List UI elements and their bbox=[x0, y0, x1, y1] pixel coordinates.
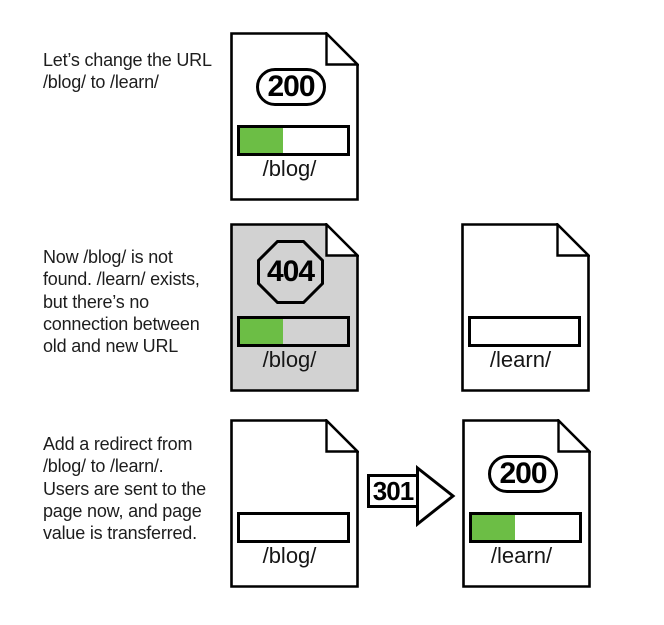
status-code: 404 bbox=[266, 255, 315, 288]
redirect-301-arrow: 301 bbox=[365, 463, 457, 529]
document-icon bbox=[461, 223, 590, 392]
folded-corner-icon bbox=[325, 419, 359, 453]
octagon-icon bbox=[257, 240, 324, 304]
arrow-right-icon bbox=[367, 464, 456, 528]
url-label: /blog/ bbox=[262, 156, 317, 181]
status-badge-200: 200 bbox=[488, 455, 558, 493]
document-blog-200: 200 /blog/ bbox=[230, 32, 359, 201]
page-value-bar bbox=[237, 125, 350, 156]
page-value-fill bbox=[472, 515, 515, 540]
document-learn-200: 200 /learn/ bbox=[462, 419, 591, 588]
status-code: 200 bbox=[267, 70, 315, 103]
caption-row1: Let’s change the URL /blog/ to /learn/ bbox=[43, 50, 212, 93]
document-blog-404: 404 /blog/ bbox=[230, 223, 359, 392]
redirect-code: 301 bbox=[372, 476, 414, 506]
folded-corner-icon bbox=[557, 419, 591, 453]
page-value-fill bbox=[240, 128, 283, 153]
page-value-bar bbox=[469, 512, 582, 543]
document-learn-empty: /learn/ bbox=[461, 223, 590, 392]
status-code: 200 bbox=[499, 457, 547, 490]
page-value-bar bbox=[237, 512, 350, 543]
url-label: /learn/ bbox=[490, 543, 553, 568]
page-value-bar bbox=[468, 316, 581, 347]
folded-corner-icon bbox=[325, 32, 359, 66]
caption-row2: Now /blog/ is not found. /learn/ exists,… bbox=[43, 247, 200, 357]
caption-row3: Add a redirect from /blog/ to /learn/. U… bbox=[43, 434, 206, 544]
status-badge-404: 404 bbox=[257, 240, 324, 304]
url-label: /blog/ bbox=[262, 347, 317, 372]
page-value-fill bbox=[240, 319, 283, 344]
status-badge-200: 200 bbox=[256, 68, 326, 106]
document-icon bbox=[230, 419, 359, 588]
page-value-bar bbox=[237, 316, 350, 347]
url-label: /blog/ bbox=[262, 543, 317, 568]
folded-corner-icon bbox=[325, 223, 359, 257]
url-label: /learn/ bbox=[489, 347, 552, 372]
document-blog-redirect: /blog/ bbox=[230, 419, 359, 588]
folded-corner-icon bbox=[556, 223, 590, 257]
